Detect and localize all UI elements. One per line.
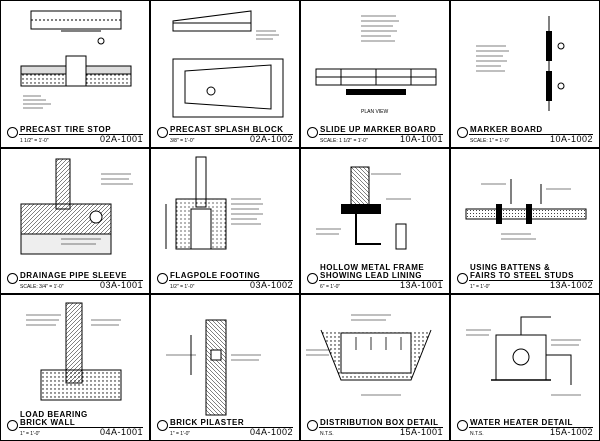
detail-precast-splash-block: PRECAST SPLASH BLOCK 3/8" = 1'-0" 02A-10… xyxy=(150,0,300,148)
marker-board-plan-drawing: PLAN VIEW xyxy=(315,15,437,115)
detail-flagpole-footing: FLAGPOLE FOOTING 1/2" = 1'-0" 03A-1002 xyxy=(150,148,300,294)
title-underline xyxy=(469,134,593,135)
detail-marker-circle xyxy=(7,420,18,431)
detail-title-block: SLIDE UP MARKER BOARD SCALE: 1 1/2" = 1'… xyxy=(307,122,443,144)
detail-scale: 3/8" = 1'-0" xyxy=(170,138,195,144)
detail-title-block: FLAGPOLE FOOTING 1/2" = 1'-0" 03A-1002 xyxy=(157,268,293,290)
detail-scale: 6" = 1'-0" xyxy=(320,284,341,290)
title-underline xyxy=(169,280,293,281)
detail-scale: 1" = 1'-0" xyxy=(470,284,491,290)
flagpole-footing-drawing xyxy=(165,156,263,250)
detail-marker-circle xyxy=(307,273,318,284)
title-underline xyxy=(19,280,143,281)
detail-scale: 1" = 1'-0" xyxy=(20,431,41,437)
detail-scale: SCALE: 1" = 1'-0" xyxy=(470,138,510,144)
detail-title: SLIDE UP MARKER BOARD xyxy=(320,125,437,134)
hollow-metal-frame-drawing xyxy=(316,166,411,250)
detail-code: 15A-1001 xyxy=(399,427,443,437)
detail-title: DISTRIBUTION BOX DETAIL xyxy=(320,418,439,427)
detail-scale: N.T.S. xyxy=(320,431,334,437)
detail-marker-circle xyxy=(7,273,18,284)
plan-view-label: PLAN VIEW xyxy=(361,109,389,115)
detail-title-block: DRAINAGE PIPE SLEEVE SCALE: 3/4" = 1'-0"… xyxy=(7,268,143,290)
detail-scale: 1" = 1'-0" xyxy=(170,431,191,437)
title-underline xyxy=(19,427,143,428)
detail-title: HOLLOW METAL FRAME SHOWING LEAD LINING xyxy=(320,263,425,280)
detail-code: 04A-1002 xyxy=(249,427,293,437)
title-underline xyxy=(469,427,593,428)
brick-pilaster-drawing xyxy=(166,319,261,416)
distribution-box-drawing xyxy=(306,314,432,396)
brick-wall-drawing xyxy=(26,302,122,401)
detail-marker-circle xyxy=(457,273,468,284)
detail-title: FLAGPOLE FOOTING xyxy=(170,271,261,280)
detail-scale: 1/2" = 1'-0" xyxy=(170,284,195,290)
detail-marker-circle xyxy=(307,420,318,431)
splash-block-drawing xyxy=(172,10,284,118)
detail-distribution-box: DISTRIBUTION BOX DETAIL N.T.S. 15A-1001 xyxy=(300,294,450,441)
detail-title-block: HOLLOW METAL FRAME SHOWING LEAD LINING 6… xyxy=(307,264,443,290)
detail-precast-tire-stop: PRECAST TIRE STOP 1 1/2" = 1'-0" 02A-100… xyxy=(0,0,150,148)
detail-title: DRAINAGE PIPE SLEEVE xyxy=(20,271,127,280)
title-underline xyxy=(319,134,443,135)
tire-stop-drawing xyxy=(20,10,132,109)
detail-scale: N.T.S. xyxy=(470,431,484,437)
title-underline xyxy=(169,134,293,135)
pipe-sleeve-drawing xyxy=(20,158,133,255)
detail-code: 04A-1001 xyxy=(99,427,143,437)
detail-scale: SCALE: 3/4" = 1'-0" xyxy=(20,284,64,290)
detail-marker-circle xyxy=(157,420,168,431)
detail-title: BRICK PILASTER xyxy=(170,418,245,427)
detail-code: 15A-1002 xyxy=(549,427,593,437)
detail-code: 03A-1001 xyxy=(99,280,143,290)
detail-drainage-pipe-sleeve: DRAINAGE PIPE SLEEVE SCALE: 3/4" = 1'-0"… xyxy=(0,148,150,294)
detail-code: 13A-1001 xyxy=(399,280,443,290)
detail-marker-circle xyxy=(307,127,318,138)
detail-scale: 1 1/2" = 1'-0" xyxy=(20,138,49,144)
detail-code: 13A-1002 xyxy=(549,280,593,290)
detail-title: LOAD BEARING BRICK WALL xyxy=(20,410,88,427)
title-underline xyxy=(319,280,443,281)
detail-title-block: USING BATTENS & FAIRS TO STEEL STUDS 1" … xyxy=(457,264,593,290)
detail-title-block: LOAD BEARING BRICK WALL 1" = 1'-0" 04A-1… xyxy=(7,411,143,437)
detail-brick-pilaster: BRICK PILASTER 1" = 1'-0" 04A-1002 xyxy=(150,294,300,441)
detail-marker-circle xyxy=(157,127,168,138)
detail-hollow-metal-frame: HOLLOW METAL FRAME SHOWING LEAD LINING 6… xyxy=(300,148,450,294)
detail-water-heater: WATER HEATER DETAIL N.T.S. 15A-1002 xyxy=(450,294,600,441)
detail-title-block: PRECAST SPLASH BLOCK 3/8" = 1'-0" 02A-10… xyxy=(157,122,293,144)
detail-title: WATER HEATER DETAIL xyxy=(470,418,573,427)
detail-title: USING BATTENS & FAIRS TO STEEL STUDS xyxy=(470,263,574,280)
detail-code: 02A-1001 xyxy=(99,134,143,144)
detail-title-block: WATER HEATER DETAIL N.T.S. 15A-1002 xyxy=(457,415,593,437)
title-underline xyxy=(319,427,443,428)
detail-title: PRECAST SPLASH BLOCK xyxy=(170,125,284,134)
detail-title-block: BRICK PILASTER 1" = 1'-0" 04A-1002 xyxy=(157,415,293,437)
detail-code: 10A-1002 xyxy=(549,134,593,144)
detail-battens-steel-studs: USING BATTENS & FAIRS TO STEEL STUDS 1" … xyxy=(450,148,600,294)
battens-drawing xyxy=(465,179,587,240)
detail-title-block: MARKER BOARD SCALE: 1" = 1'-0" 10A-1002 xyxy=(457,122,593,144)
detail-slide-up-marker-board: PLAN VIEW SLIDE UP MARKER BOARD SCALE: 1… xyxy=(300,0,450,148)
detail-title-block: PRECAST TIRE STOP 1 1/2" = 1'-0" 02A-100… xyxy=(7,122,143,144)
marker-board-section-drawing xyxy=(476,16,565,111)
detail-title: MARKER BOARD xyxy=(470,125,543,134)
detail-load-bearing-brick-wall: LOAD BEARING BRICK WALL 1" = 1'-0" 04A-1… xyxy=(0,294,150,441)
detail-marker-board: MARKER BOARD SCALE: 1" = 1'-0" 10A-1002 xyxy=(450,0,600,148)
detail-marker-circle xyxy=(457,420,468,431)
detail-marker-circle xyxy=(457,127,468,138)
title-underline xyxy=(169,427,293,428)
title-underline xyxy=(469,280,593,281)
detail-code: 03A-1002 xyxy=(249,280,293,290)
detail-code: 10A-1001 xyxy=(399,134,443,144)
detail-title-block: DISTRIBUTION BOX DETAIL N.T.S. 15A-1001 xyxy=(307,415,443,437)
title-underline xyxy=(19,134,143,135)
detail-marker-circle xyxy=(157,273,168,284)
detail-code: 02A-1002 xyxy=(249,134,293,144)
detail-title: PRECAST TIRE STOP xyxy=(20,125,112,134)
water-heater-drawing xyxy=(466,316,581,396)
detail-marker-circle xyxy=(7,127,18,138)
detail-scale: SCALE: 1 1/2" = 1'-0" xyxy=(320,138,368,144)
